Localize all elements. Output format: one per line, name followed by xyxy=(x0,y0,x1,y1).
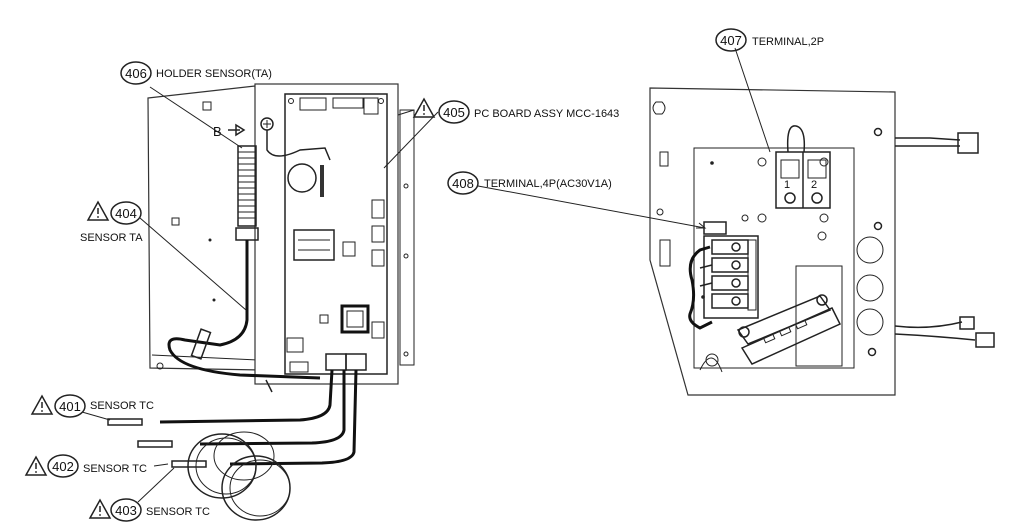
connector-bottom-1 xyxy=(959,316,975,330)
terminal-4p xyxy=(703,235,759,319)
callout-405-number: 405 xyxy=(443,105,465,120)
callout-407: 407 TERMINAL,2P xyxy=(715,28,824,52)
callout-401-number: 401 xyxy=(59,399,81,414)
callout-407-circle xyxy=(715,28,747,52)
callout-404-circle xyxy=(110,201,142,225)
terminal-number-2: 2 xyxy=(811,179,817,191)
sensor-tc-wire-3 xyxy=(229,369,358,466)
callout-402: 402 SENSOR TC xyxy=(24,454,169,478)
sensor-tc-wire-2 xyxy=(199,370,346,446)
sensor-tc-probe-1 xyxy=(107,418,143,426)
connector-top xyxy=(957,132,979,154)
callout-406-label: HOLDER SENSOR(TA) xyxy=(156,68,272,80)
terminal-number-1: 1 xyxy=(784,179,790,191)
callout-405-circle xyxy=(438,100,470,124)
sensor-tc-probe-2 xyxy=(137,440,173,448)
callout-402-circle xyxy=(47,454,79,478)
view-arrow xyxy=(228,123,246,137)
left-assembly: B xyxy=(107,83,415,521)
connector-bottom-2 xyxy=(975,332,995,348)
callout-407-number: 407 xyxy=(720,33,742,48)
warning-icon xyxy=(30,394,54,415)
callout-405-label: PC BOARD ASSY MCC-1643 xyxy=(474,108,619,120)
transformer xyxy=(293,229,335,261)
pc-board xyxy=(284,93,388,375)
callout-403-label: SENSOR TC xyxy=(146,506,210,518)
sensor-tc-wire-1 xyxy=(159,369,334,424)
callout-405: 405 PC BOARD ASSY MCC-1643 xyxy=(412,97,619,124)
callout-406: 406 HOLDER SENSOR(TA) xyxy=(120,61,272,85)
control-box xyxy=(649,87,896,396)
warning-icon xyxy=(24,455,48,476)
warning-icon xyxy=(412,97,436,118)
callout-408-label: TERMINAL,4P(AC30V1A) xyxy=(484,178,612,190)
callout-403-number: 403 xyxy=(115,503,137,518)
callout-401-label: SENSOR TC xyxy=(90,400,154,412)
callout-406-circle xyxy=(120,61,152,85)
callout-401: 401 SENSOR TC xyxy=(30,394,154,421)
callout-404-label: SENSOR TA xyxy=(80,232,143,244)
capacitor xyxy=(287,163,317,193)
callout-404: 404 SENSOR TA xyxy=(80,200,143,244)
callout-408-number: 408 xyxy=(452,176,474,191)
callout-401-circle xyxy=(54,394,86,418)
sensor-ta-wire xyxy=(167,240,321,380)
holder-sensor-ta xyxy=(237,145,257,227)
output-wire-bottom xyxy=(894,321,976,341)
callout-408-circle xyxy=(447,171,479,195)
callout-402-number: 402 xyxy=(52,459,74,474)
callout-408: 408 TERMINAL,4P(AC30V1A) xyxy=(447,171,612,195)
callout-404-number: 404 xyxy=(115,206,137,221)
right-assembly: 1 2 xyxy=(649,87,995,396)
output-wire-top xyxy=(895,137,961,147)
warning-icon xyxy=(88,498,112,519)
ic-chip xyxy=(340,304,370,334)
callout-403-circle xyxy=(110,498,142,522)
callout-402-label: SENSOR TC xyxy=(83,463,147,475)
callout-407-label: TERMINAL,2P xyxy=(752,36,824,48)
callout-406-number: 406 xyxy=(125,66,147,81)
cable-clamp xyxy=(736,295,832,345)
callout-403: 403 SENSOR TC xyxy=(88,467,210,522)
warning-icon xyxy=(86,200,110,221)
leader-lines xyxy=(139,47,771,311)
pcb-housing xyxy=(254,83,399,385)
